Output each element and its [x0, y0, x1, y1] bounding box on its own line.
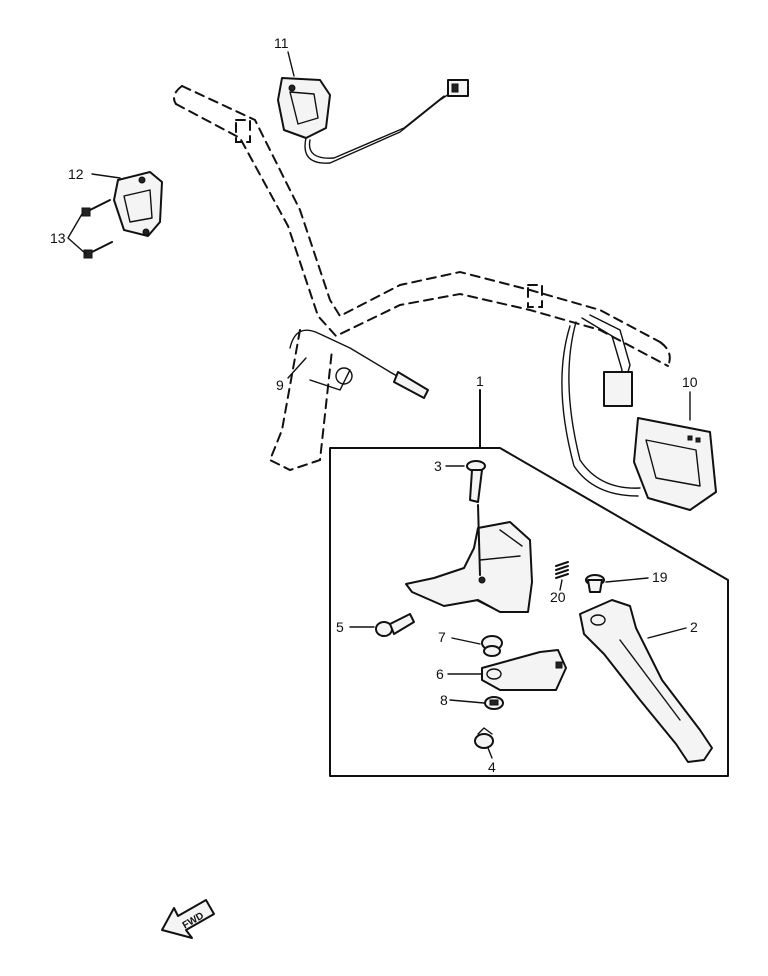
callout-19: 19	[652, 569, 668, 585]
callout-1: 1	[476, 373, 484, 389]
part-13-screws	[81, 199, 113, 259]
callout-9: 9	[276, 377, 284, 393]
part-19-pin	[585, 574, 605, 593]
callout-6: 6	[436, 666, 444, 682]
callout-5: 5	[336, 619, 344, 635]
callout-13: 13	[50, 230, 66, 246]
callout-11: 11	[274, 35, 289, 51]
callout-12: 12	[68, 166, 84, 182]
callout-7: 7	[438, 629, 446, 645]
callout-8: 8	[440, 692, 448, 708]
part-7-bushing	[481, 635, 503, 657]
part-5-bolt	[375, 613, 415, 637]
part-11-switch	[277, 77, 469, 164]
callout-10: 10	[682, 374, 698, 390]
leader-lines	[67, 51, 691, 759]
callout-20: 20	[550, 589, 566, 605]
part-6-plate	[481, 649, 567, 691]
part-10-switch-assembly	[561, 314, 717, 511]
part-9-cable	[289, 329, 429, 399]
part-2-lever	[579, 599, 713, 763]
forward-arrow-icon: FWD	[161, 899, 215, 939]
callout-4: 4	[488, 759, 496, 775]
part-20-spring	[555, 561, 569, 579]
handlebar-outline	[173, 85, 671, 472]
callout-3: 3	[434, 458, 442, 474]
assembly-frame	[329, 447, 729, 777]
part-8-washer	[484, 696, 504, 710]
part-4-nut	[474, 727, 494, 749]
part-3-bolt	[466, 460, 486, 503]
lever-holder	[405, 504, 533, 613]
part-12-housing	[113, 171, 163, 237]
callout-2: 2	[690, 619, 698, 635]
